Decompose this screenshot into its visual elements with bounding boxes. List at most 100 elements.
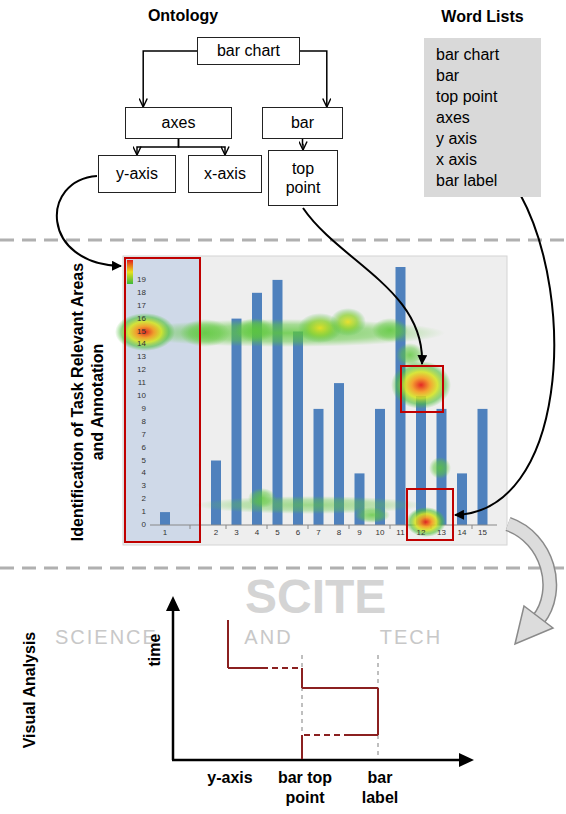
analysis-chart-part <box>301 655 303 760</box>
y-tick-label: 9 <box>126 404 146 414</box>
box-text: top point <box>274 159 332 197</box>
list-item: axes <box>436 107 470 128</box>
x-axis-line-part <box>267 525 268 529</box>
heatmap-part <box>354 507 390 523</box>
bars <box>160 267 488 525</box>
analysis-chart-part-part <box>377 688 379 735</box>
heatmap-part <box>195 496 425 514</box>
tree-connector <box>300 51 327 107</box>
y-tick-label: 8 <box>126 417 146 427</box>
list-item: bar label <box>436 170 497 191</box>
task-area-boxes <box>125 258 453 542</box>
ontology-box: bar <box>262 107 343 139</box>
task-area-boxes-part <box>407 489 453 540</box>
x-axis-line-part <box>349 525 350 529</box>
task-area-boxes-part <box>125 258 200 542</box>
box-text: y-axis <box>116 164 158 183</box>
x-tick-label: 9 <box>350 528 370 538</box>
bars-part <box>457 473 467 525</box>
axis-category: y-axis <box>190 768 270 788</box>
y-tick-label: 2 <box>126 494 146 504</box>
watermark: SCITE <box>245 572 386 622</box>
box-text: bar <box>291 113 314 132</box>
y-tick-label: 11 <box>126 378 146 388</box>
x-tick-label: 13 <box>432 528 452 538</box>
x-tick-label: 3 <box>227 528 247 538</box>
analysis-chart-part <box>459 753 474 767</box>
flow-arrow <box>508 524 553 644</box>
flow-arrow-part <box>508 524 550 620</box>
y-tick-label: 19 <box>126 275 146 285</box>
analysis-chart-part <box>172 759 462 762</box>
annotation-arrows <box>57 176 554 515</box>
annotation-arrows-part <box>303 208 422 364</box>
heatmap-part <box>330 308 366 336</box>
analysis-chart-part <box>377 655 379 760</box>
y-tick-label: 15 <box>126 327 146 337</box>
bars-part <box>232 319 242 525</box>
chart-panel-part <box>127 260 133 284</box>
section-heading: Ontology <box>123 6 243 26</box>
y-tick-label: 3 <box>126 481 146 491</box>
x-tick-label: 8 <box>329 528 349 538</box>
box-text: x-axis <box>204 164 246 183</box>
x-tick-label: 6 <box>288 528 308 538</box>
flow-arrow-part <box>508 524 550 620</box>
heatmap-part <box>248 488 276 508</box>
task-area-boxes-part <box>401 366 443 412</box>
x-tick-label: 4 <box>247 528 267 538</box>
chart-panel <box>123 256 507 545</box>
separator-lines-part <box>0 567 566 570</box>
x-axis-line-part <box>226 525 227 529</box>
analysis-chart-part <box>166 596 180 611</box>
ontology-box: y-axis <box>98 155 176 193</box>
bars-part <box>273 280 283 525</box>
y-tick-label: 17 <box>126 301 146 311</box>
flow-arrow-part <box>515 606 553 644</box>
ontology-box: bar chart <box>197 37 300 65</box>
box-text: bar chart <box>217 41 280 60</box>
x-tick-label: 15 <box>473 528 493 538</box>
analysis-chart-part-part <box>262 667 302 669</box>
list-item: bar <box>436 65 459 86</box>
x-tick-label: 5 <box>268 528 288 538</box>
y-tick-label: 1 <box>126 507 146 517</box>
analysis-chart-part-part <box>302 734 350 736</box>
axis-category: bar label <box>350 768 410 808</box>
list-heading: Word Lists <box>424 7 541 27</box>
x-axis-line-part <box>390 525 391 529</box>
axis-category: bar top point <box>268 768 342 808</box>
y-tick-label: 16 <box>126 314 146 324</box>
bars-part <box>293 332 303 526</box>
analysis-chart-part-part <box>301 735 303 759</box>
x-tick-label: 11 <box>391 528 411 538</box>
ontology-box: axes <box>125 107 232 139</box>
y-tick-label: 12 <box>126 365 146 375</box>
x-tick-label: 10 <box>370 528 390 538</box>
x-tick-label: 1 <box>155 528 175 538</box>
x-axis-line-part <box>190 525 191 529</box>
y-tick-label: 14 <box>126 339 146 349</box>
heatmap-part <box>372 318 408 342</box>
section-heading: Visual Analysis <box>20 610 40 770</box>
box-text: axes <box>162 113 196 132</box>
y-tick-label: 0 <box>126 520 146 530</box>
x-tick-label: 14 <box>452 528 472 538</box>
heatmap-part <box>180 319 230 347</box>
x-axis-line-part <box>308 525 309 529</box>
y-tick-label: 5 <box>126 456 146 466</box>
x-tick-label: 2 <box>206 528 226 538</box>
tree-connector <box>302 139 304 150</box>
x-tick-label: 12 <box>411 528 431 538</box>
analysis-chart-part-part <box>350 734 378 736</box>
y-tick-label: 13 <box>126 352 146 362</box>
y-tick-label: 4 <box>126 468 146 478</box>
chart-panel-part <box>125 258 200 542</box>
axis-title: time <box>145 625 165 675</box>
word-list-box: Word Listsbar chartbartop pointaxesy axi… <box>424 38 541 197</box>
analysis-chart-part-part <box>228 667 262 669</box>
tree-connector <box>143 51 197 107</box>
analysis-chart-part-part <box>302 687 378 689</box>
watermark: SCIENCE AND TECH <box>55 626 442 648</box>
